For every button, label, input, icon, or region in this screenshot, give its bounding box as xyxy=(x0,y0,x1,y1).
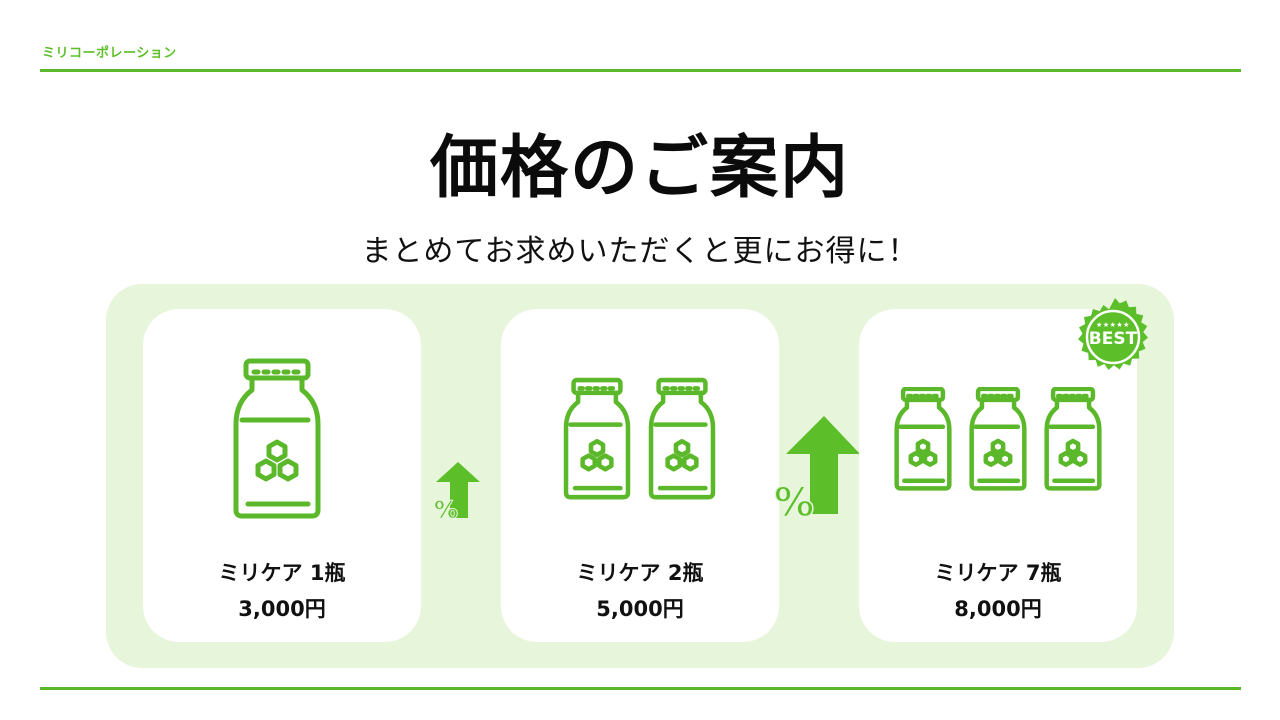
plan-name-2: ミリケア 2瓶 xyxy=(576,561,704,585)
plan-name-1: ミリケア 1瓶 xyxy=(218,561,346,585)
page-subtitle: まとめてお求めいただくと更にお得に！ xyxy=(361,234,919,269)
badge-stars: ★★★★★ xyxy=(1096,321,1130,329)
bottle-icon xyxy=(648,377,716,501)
bottle-icon xyxy=(1044,387,1102,491)
page-title: 価格のご案内 xyxy=(429,129,850,208)
top-divider xyxy=(40,69,1241,72)
plan-card-3 xyxy=(859,309,1137,642)
svg-text:%: % xyxy=(774,480,814,520)
bottle-icon xyxy=(894,387,952,491)
plan-name-3: ミリケア 7瓶 xyxy=(934,561,1062,585)
company-name: ミリコーポレーション xyxy=(42,46,177,61)
percent-up-arrow-icon: % xyxy=(774,414,862,520)
plan-card-2 xyxy=(501,309,779,642)
plan-price-2: 5,000円 xyxy=(596,597,684,621)
percent-up-arrow-icon: % xyxy=(432,460,484,522)
badge-text: BEST xyxy=(1088,329,1138,349)
svg-text:%: % xyxy=(434,496,458,522)
plan-price-1: 3,000円 xyxy=(238,597,326,621)
plan-price-3: 8,000円 xyxy=(954,597,1042,621)
bottle-icon xyxy=(232,358,322,520)
best-badge-icon: ★★★★★ BEST xyxy=(1073,297,1157,381)
bottle-icon xyxy=(969,387,1027,491)
bottle-icon xyxy=(563,377,631,501)
bottom-divider xyxy=(40,687,1241,690)
